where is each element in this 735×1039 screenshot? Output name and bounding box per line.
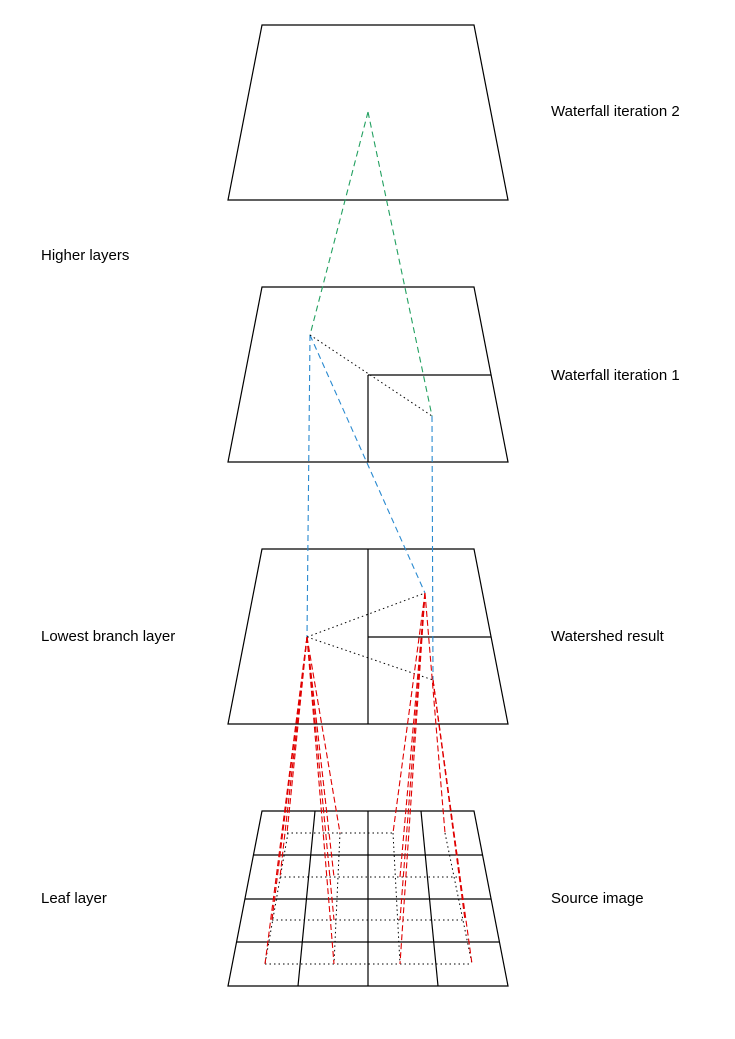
red-link-lines bbox=[264, 592, 473, 965]
layer-waterfall-iteration-2 bbox=[227, 24, 509, 201]
label-higher-layers: Higher layers bbox=[41, 247, 130, 264]
green-link-lines bbox=[309, 111, 433, 417]
layer-leaf-grid bbox=[227, 810, 509, 987]
dotted-link-lines bbox=[264, 334, 473, 965]
blue-link-lines bbox=[306, 334, 434, 681]
layer-lowest-branch bbox=[227, 548, 509, 725]
label-waterfall-iteration-1: Waterfall iteration 1 bbox=[551, 367, 680, 384]
label-source-image: Source image bbox=[551, 890, 644, 907]
label-lowest-branch-layer: Lowest branch layer bbox=[41, 628, 176, 645]
label-watershed-result: Watershed result bbox=[551, 628, 664, 645]
layer-waterfall-iteration-1 bbox=[227, 286, 509, 463]
label-leaf-layer: Leaf layer bbox=[41, 890, 107, 907]
label-waterfall-iteration-2: Waterfall iteration 2 bbox=[551, 103, 680, 120]
